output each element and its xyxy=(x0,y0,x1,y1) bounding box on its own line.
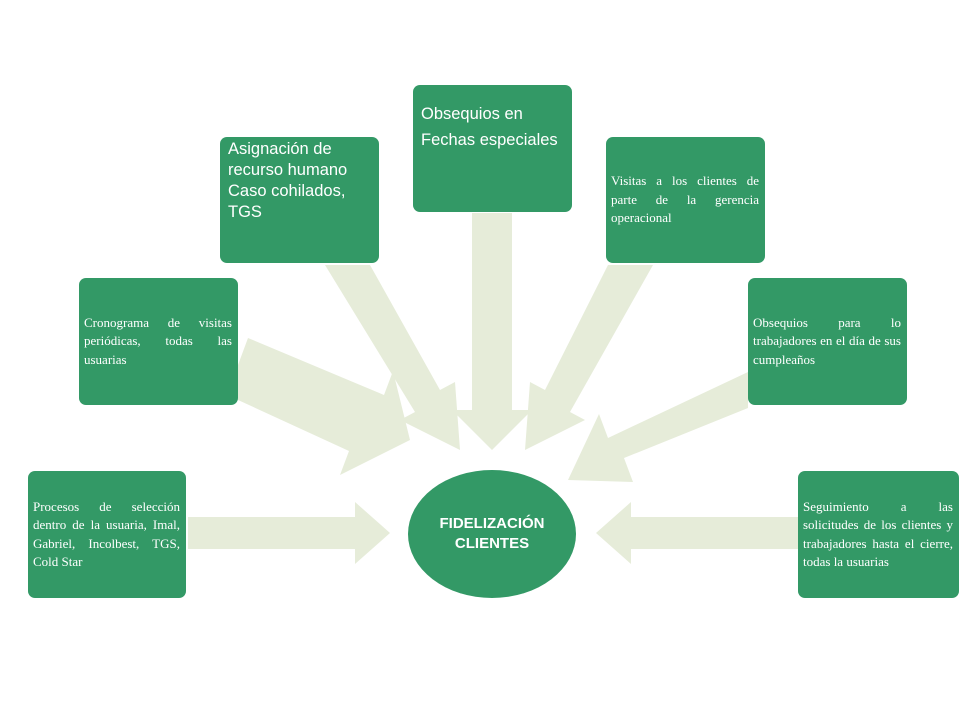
arrow-from-cronograma xyxy=(238,338,410,475)
arrow-from-obsequios-fechas xyxy=(452,213,532,450)
arrow-from-asignacion xyxy=(325,265,460,450)
box-label: Procesos de selección dentro de la usuar… xyxy=(33,498,180,569)
arrow-from-procesos xyxy=(188,502,390,564)
box-obsequios-cumpleanos: Obsequios para lo trabajadores en el día… xyxy=(748,278,907,405)
box-label: Cronograma de visitas periódicas, todas … xyxy=(84,314,232,367)
box-label: Obsequios en Fechas especiales xyxy=(421,105,558,150)
arrow-from-seguimiento xyxy=(596,502,798,564)
box-seguimiento-solicitudes: Seguimiento a las solicitudes de los cli… xyxy=(798,471,959,598)
box-asignacion-recurso: Asignación de recurso humano Caso cohila… xyxy=(220,137,379,263)
arrow-from-obsequios-cumple xyxy=(568,372,748,482)
arrow-from-visitas xyxy=(525,265,653,450)
center-ellipse-fidelizacion: FIDELIZACIÓN CLIENTES xyxy=(408,470,576,598)
box-cronograma-visitas: Cronograma de visitas periódicas, todas … xyxy=(79,278,238,405)
box-procesos-seleccion: Procesos de selección dentro de la usuar… xyxy=(28,471,186,598)
box-label: Seguimiento a las solicitudes de los cli… xyxy=(803,498,953,569)
box-label: Obsequios para lo trabajadores en el día… xyxy=(753,314,901,367)
center-label: FIDELIZACIÓN CLIENTES xyxy=(439,514,545,552)
box-label: Visitas a los clientes de parte de la ge… xyxy=(611,173,759,226)
box-label: Asignación de recurso humano Caso cohila… xyxy=(228,140,348,221)
box-visitas-gerencia: Visitas a los clientes de parte de la ge… xyxy=(606,137,765,263)
box-obsequios-fechas: Obsequios en Fechas especiales xyxy=(413,85,572,212)
